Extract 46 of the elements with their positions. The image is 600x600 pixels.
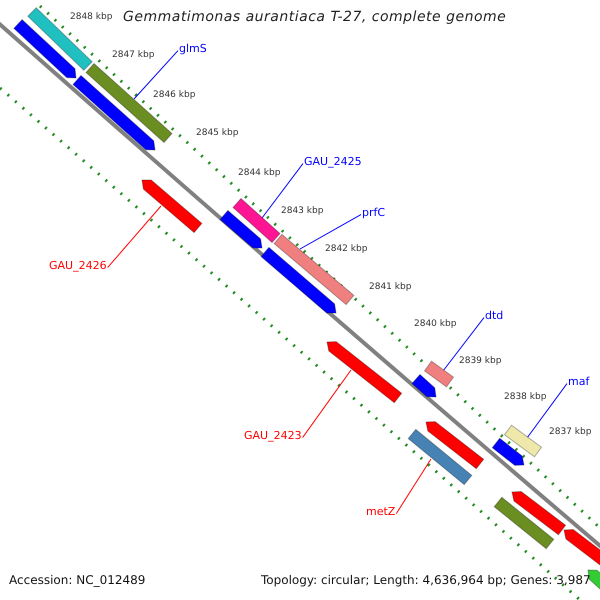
leader-line — [526, 383, 568, 438]
tick-label: 2838 kbp — [504, 392, 546, 402]
leader-line — [134, 50, 178, 100]
map-title: Gemmatimonas aurantiaca T-27, complete genome — [123, 9, 506, 26]
gene-bar — [27, 7, 93, 71]
gene-block — [141, 180, 203, 234]
gene-bar — [424, 360, 454, 388]
gene-block — [326, 341, 402, 404]
tick-label: 2839 kbp — [459, 356, 502, 366]
gene-label: GAU_2423 — [244, 430, 302, 443]
gene-block — [492, 438, 525, 466]
gene-label: metZ — [366, 506, 396, 519]
tick-label: 2837 kbp — [549, 427, 592, 438]
gene-block — [411, 374, 437, 398]
gene-label: prfC — [362, 207, 386, 220]
leader-line — [107, 206, 162, 268]
tick-label: 2844 kbp — [238, 168, 280, 178]
tick-label: 2841 kbp — [369, 282, 412, 292]
genome-stats-text: Topology: circular; Length: 4,636,964 bp; Genes: 3,987 — [261, 574, 591, 588]
gene-block — [563, 529, 600, 568]
gene-block — [13, 18, 77, 79]
gene-label: maf — [568, 376, 590, 389]
leader-line — [262, 163, 304, 218]
gene-bar — [232, 198, 281, 244]
tick-label: 2843 kbp — [281, 206, 324, 216]
tick-label: 2840 kbp — [414, 319, 456, 330]
gene-label: glmS — [179, 43, 207, 56]
tick-label: 2847 kbp — [112, 50, 154, 60]
tick-label: 2848 kbp — [70, 12, 112, 22]
gene-block — [219, 210, 263, 248]
gene-label: GAU_2425 — [304, 156, 362, 169]
tick-label: 2845 kbp — [196, 128, 238, 138]
gene-label: dtd — [485, 310, 504, 323]
leader-line — [300, 214, 362, 250]
accession-text: Accession: NC_012489 — [9, 574, 146, 588]
gene-block — [511, 491, 566, 536]
tick-label: 2846 kbp — [153, 90, 196, 100]
gene-bar — [494, 496, 554, 550]
leader-line — [302, 370, 352, 438]
leader-line — [396, 458, 432, 514]
gene-bar — [504, 424, 542, 458]
gene-block — [425, 421, 484, 470]
gene-label: GAU_2426 — [49, 260, 107, 273]
gene-bar — [408, 428, 472, 486]
tick-label: 2842 kbp — [325, 244, 368, 254]
leader-line — [442, 317, 484, 372]
